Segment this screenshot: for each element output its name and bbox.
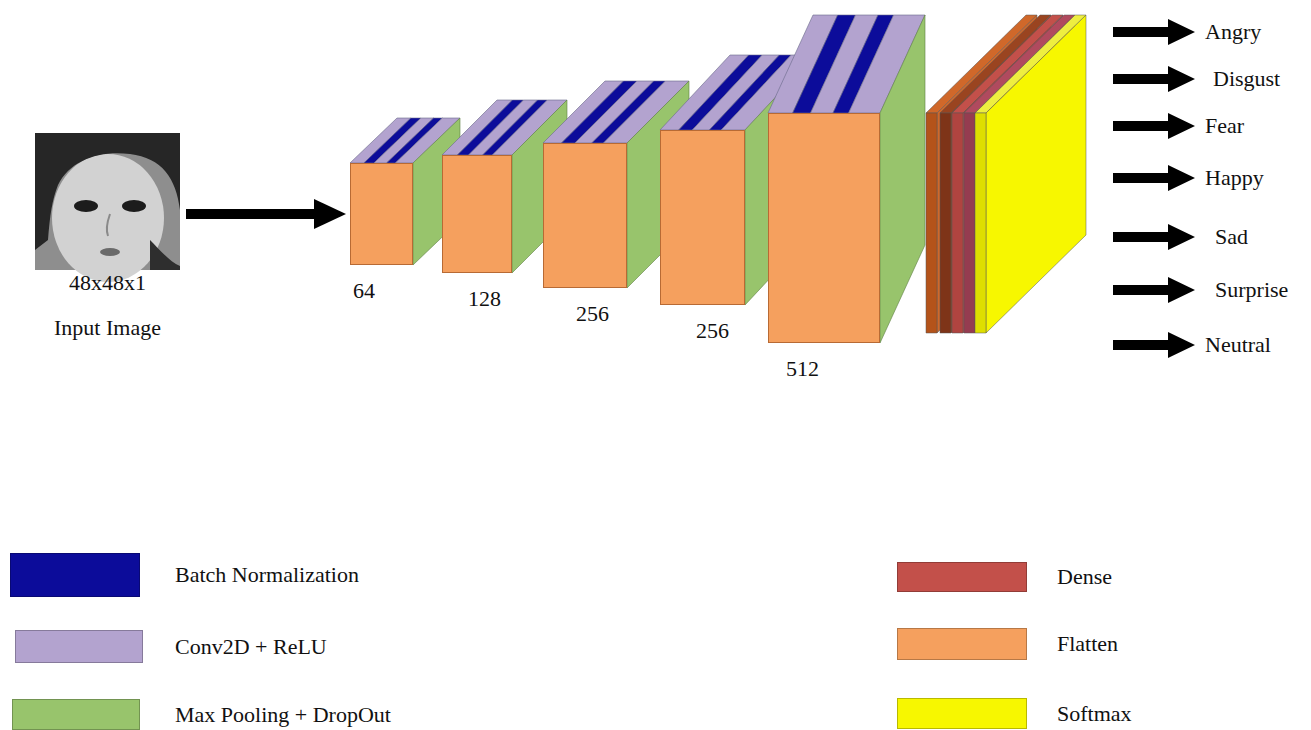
slab-front (964, 113, 975, 333)
legend-text: Batch Normalization (175, 562, 359, 588)
slab-front (975, 113, 986, 333)
conv-block: 256 (660, 130, 745, 305)
legend-swatch (897, 628, 1027, 660)
eye (122, 200, 146, 212)
nose (107, 214, 110, 236)
conv-stage-faces (350, 15, 925, 343)
class-label: Sad (1215, 224, 1248, 250)
filter-count: 64 (353, 278, 375, 304)
conv-block: 512 (768, 113, 880, 343)
output-arrow (1113, 332, 1195, 358)
legend-swatch (15, 630, 143, 663)
output-arrow (1113, 165, 1195, 191)
filter-count: 128 (468, 286, 501, 312)
legend-swatch (10, 553, 140, 597)
output-arrow (1113, 113, 1195, 139)
stage-faces (768, 15, 925, 343)
legend-text: Softmax (1057, 701, 1132, 727)
input-caption: Input Image (54, 315, 161, 341)
conv-block: 64 (350, 163, 413, 265)
filter-count: 256 (696, 318, 729, 344)
hair-side (150, 240, 180, 270)
slab-side (986, 15, 1086, 333)
input-caption: 48x48x1 (69, 270, 146, 296)
legend-swatch (12, 699, 140, 730)
dense-slab (975, 15, 1086, 333)
eye (74, 200, 98, 212)
legend-text: Flatten (1057, 631, 1118, 657)
legend-swatch (897, 562, 1027, 592)
face (52, 154, 164, 282)
output-arrow (1113, 66, 1195, 92)
class-label: Neutral (1205, 332, 1271, 358)
filter-count: 256 (576, 301, 609, 327)
class-label: Disgust (1213, 66, 1280, 92)
class-label: Happy (1205, 165, 1264, 191)
output-arrow (1113, 19, 1195, 45)
flow-arrow (186, 209, 316, 219)
input-image: 48x48x1Input Image (35, 133, 180, 341)
output-arrows (1113, 19, 1195, 358)
output-arrow (1113, 277, 1195, 303)
filter-count: 512 (786, 356, 819, 382)
hair (35, 133, 180, 250)
dense-softmax-layers (926, 15, 1086, 333)
slab-front (952, 113, 963, 333)
conv-block: 128 (442, 155, 512, 273)
conv-block: 256 (543, 143, 627, 288)
class-label: Surprise (1215, 277, 1288, 303)
output-arrow (1113, 224, 1195, 250)
class-label: Angry (1205, 19, 1261, 45)
legend-swatch (897, 698, 1027, 729)
legend-text: Max Pooling + DropOut (175, 702, 391, 728)
legend-text: Conv2D + ReLU (175, 634, 327, 660)
slab-front (926, 113, 937, 333)
pooling-slab (880, 15, 925, 343)
class-label: Fear (1205, 113, 1244, 139)
legend-text: Dense (1057, 564, 1112, 590)
input-face-picture (35, 133, 180, 282)
mouth (100, 248, 120, 256)
slab-front (940, 113, 951, 333)
